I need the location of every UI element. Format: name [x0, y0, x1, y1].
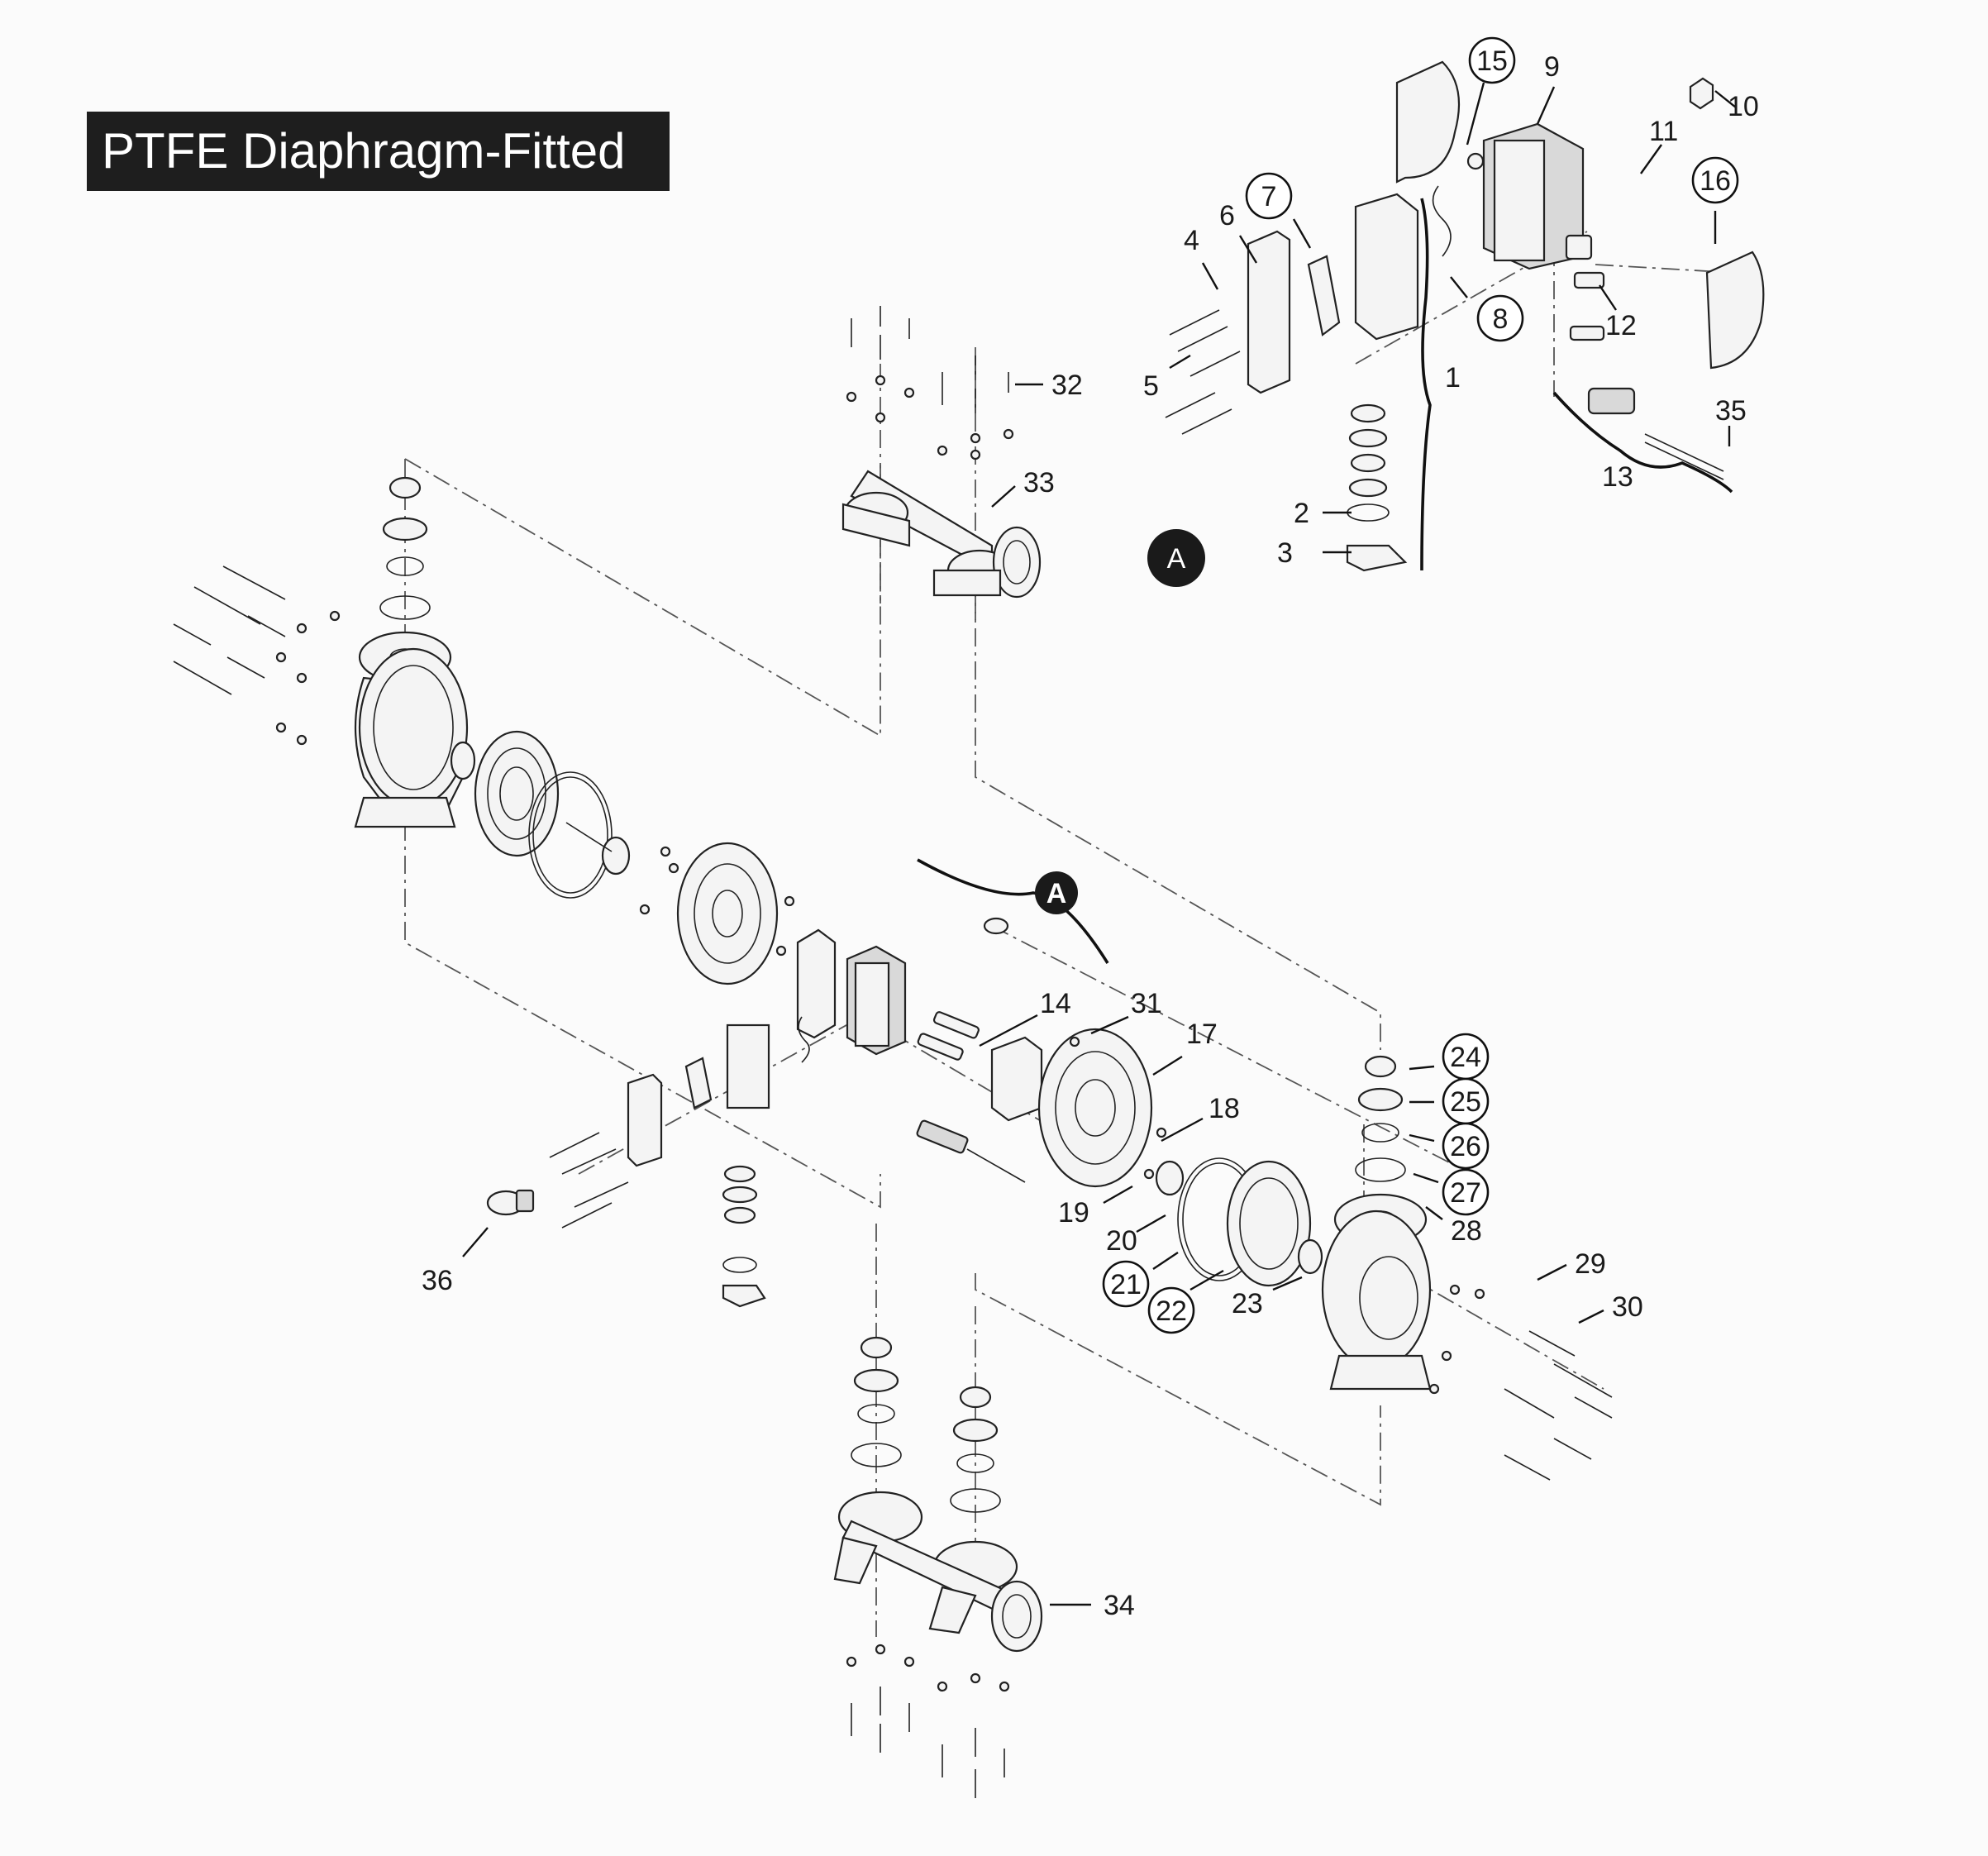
circled-label-7: 7	[1245, 172, 1293, 220]
callout-a-badge-top: A	[1147, 529, 1205, 587]
label-28: 28	[1451, 1215, 1482, 1247]
svg-text:26: 26	[1450, 1131, 1481, 1162]
left-liquid-chamber	[354, 476, 469, 828]
circled-label-24: 24	[1442, 1033, 1490, 1081]
label-10: 10	[1728, 91, 1759, 122]
inlet-manifold	[833, 1336, 1043, 1653]
circled-label-27: 27	[1442, 1168, 1490, 1216]
label-3: 3	[1277, 537, 1293, 569]
manifold-bolts-top	[846, 306, 1014, 460]
brace-a	[917, 858, 1109, 964]
center-valve-stack	[722, 1165, 766, 1308]
label-18: 18	[1209, 1093, 1240, 1124]
label-4: 4	[1184, 225, 1199, 256]
svg-text:15: 15	[1476, 45, 1508, 77]
left-air-chamber	[639, 842, 795, 985]
label-19: 19	[1058, 1197, 1089, 1229]
svg-text:A: A	[1046, 878, 1067, 909]
svg-text:27: 27	[1450, 1177, 1481, 1209]
label-30: 30	[1612, 1291, 1643, 1323]
circled-label-26: 26	[1442, 1122, 1490, 1170]
circled-label-15: 15	[1468, 36, 1516, 84]
circled-label-8: 8	[1476, 294, 1524, 342]
svg-text:22: 22	[1156, 1295, 1187, 1327]
right-chamber-bolts	[1428, 1284, 1613, 1481]
callout-a-badge-center: A	[1035, 871, 1078, 914]
circled-label-16: 16	[1691, 156, 1739, 204]
discharge-manifold	[841, 470, 1042, 599]
label-12: 12	[1605, 310, 1637, 341]
label-14: 14	[1040, 988, 1071, 1019]
svg-text:A: A	[1167, 543, 1186, 575]
right-air-chamber	[1037, 1028, 1167, 1188]
circled-label-22: 22	[1147, 1286, 1195, 1334]
label-9: 9	[1544, 51, 1560, 83]
label-34: 34	[1104, 1590, 1135, 1621]
circled-part-numbers: 7 8 15 16 21 22 24 25 26 27	[1102, 36, 1739, 1334]
label-29: 29	[1575, 1248, 1606, 1280]
brace-1	[1420, 198, 1432, 571]
svg-text:16: 16	[1700, 165, 1731, 197]
brace-13	[1552, 391, 1733, 494]
center-section	[486, 917, 1043, 1308]
svg-text:24: 24	[1450, 1042, 1481, 1073]
center-bolts	[549, 1132, 629, 1229]
label-11: 11	[1649, 116, 1678, 147]
svg-text:25: 25	[1450, 1086, 1481, 1118]
manifold-bolts-bottom	[846, 1644, 1010, 1798]
valve-bolts	[1165, 309, 1241, 435]
leader-lines	[462, 82, 1737, 1606]
label-2: 2	[1294, 498, 1309, 529]
left-diaphragm-set	[450, 730, 631, 899]
label-35: 35	[1715, 395, 1747, 427]
label-20: 20	[1106, 1225, 1137, 1257]
circled-label-25: 25	[1442, 1077, 1490, 1125]
label-36: 36	[422, 1265, 453, 1296]
label-32: 32	[1051, 370, 1083, 401]
label-17: 17	[1186, 1019, 1218, 1050]
air-valve-assembly	[1165, 60, 1765, 572]
svg-text:7: 7	[1261, 181, 1277, 212]
valve-stack	[1346, 403, 1408, 572]
diagram-title: PTFE Diaphragm-Fitted	[87, 112, 670, 191]
right-diaphragm-set	[1155, 1157, 1323, 1287]
label-33: 33	[1023, 467, 1055, 499]
label-1: 1	[1445, 362, 1461, 394]
circled-label-21: 21	[1102, 1260, 1150, 1308]
label-5: 5	[1143, 370, 1159, 402]
label-31: 31	[1131, 988, 1162, 1019]
svg-text:21: 21	[1110, 1269, 1142, 1300]
left-chamber-bolts	[173, 565, 341, 746]
label-13: 13	[1602, 461, 1633, 493]
svg-text:8: 8	[1493, 303, 1509, 335]
right-liquid-chamber	[1321, 1055, 1432, 1391]
label-23: 23	[1232, 1288, 1263, 1319]
assembly-guide-lines	[404, 231, 1737, 1637]
assembly-braces	[917, 198, 1733, 964]
label-6: 6	[1219, 200, 1235, 231]
part-numbers: 1 2 3 4 5 6 9 10 11 12 13 14 17 18 19 20…	[422, 51, 1759, 1621]
